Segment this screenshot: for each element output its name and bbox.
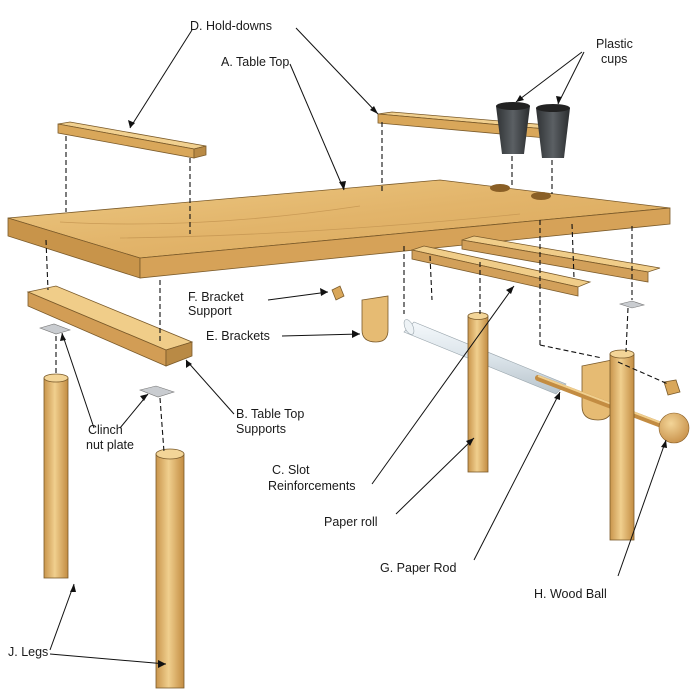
label-plastic-cups-1: Plastic <box>596 37 633 51</box>
assembly-lines <box>45 122 669 453</box>
paper-rod <box>535 375 667 429</box>
label-paper-rod: G. Paper Rod <box>380 561 456 575</box>
clinch-nut-plates <box>39 300 646 398</box>
label-legs: J. Legs <box>8 645 48 659</box>
hold-down-left <box>57 121 207 159</box>
label-table-top: A. Table Top <box>221 55 289 69</box>
leg-back-right <box>609 349 635 541</box>
bracket-left <box>361 295 389 343</box>
table-top <box>7 179 671 279</box>
bracket-right <box>581 359 613 421</box>
label-table-top-supports-2: Supports <box>236 422 286 436</box>
label-wood-ball: H. Wood Ball <box>534 587 607 601</box>
label-slot-reinforcements-2: Reinforcements <box>268 479 356 493</box>
table-top-support-left <box>26 285 194 367</box>
label-bracket-support-2: Support <box>188 304 232 318</box>
label-slot-reinforcements-1: C. Slot <box>272 463 310 477</box>
leg-front-left <box>43 373 69 579</box>
small-block-right <box>663 379 681 396</box>
label-paper-roll: Paper roll <box>324 515 378 529</box>
hold-down-right <box>377 111 561 139</box>
label-table-top-supports-1: B. Table Top <box>236 407 304 421</box>
leg-front-center <box>155 448 185 689</box>
labels: D. Hold-downs A. Table Top Plastic cups … <box>8 19 633 659</box>
slot-reinforcements <box>410 235 661 297</box>
label-bracket-support-1: F. Bracket <box>188 290 244 304</box>
arrowheads <box>60 95 667 668</box>
bracket-support <box>331 285 345 301</box>
plastic-cups <box>496 102 570 158</box>
label-clinch-2: nut plate <box>86 438 134 452</box>
leg-back-center <box>467 312 489 473</box>
label-brackets: E. Brackets <box>206 329 270 343</box>
label-plastic-cups-2: cups <box>601 52 627 66</box>
label-hold-downs: D. Hold-downs <box>190 19 272 33</box>
leader-lines <box>49 27 667 665</box>
label-clinch-1: Clinch <box>88 423 123 437</box>
wood-ball <box>658 412 690 444</box>
